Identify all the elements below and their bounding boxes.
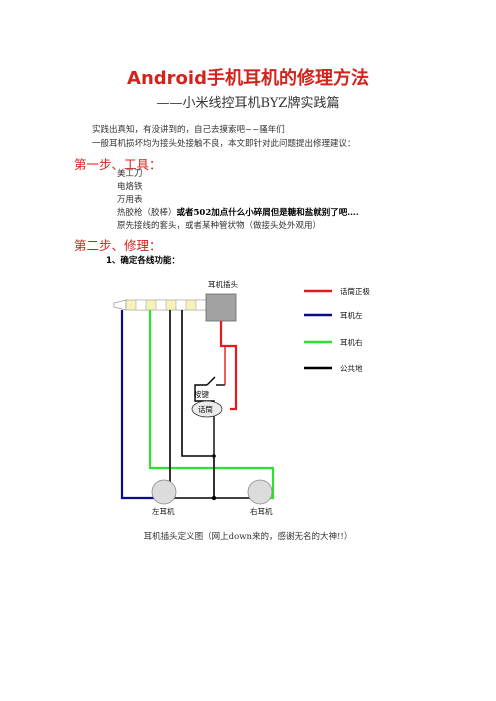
wire-ground (181, 310, 215, 498)
plug-wiring-diagram: 耳机插头 按键 话筒 左耳机 右耳机 话筒正极 耳机左 耳机右 (112, 270, 402, 515)
page-title: Android手机耳机的修理方法 (127, 68, 369, 89)
plug-housing (205, 293, 237, 322)
tool-item-text: 热胶枪（胶棒） (117, 208, 177, 218)
legend-label: 耳机左 (340, 310, 363, 320)
left-earphone-icon (151, 479, 177, 505)
mic-label: 话筒 (198, 404, 213, 414)
button-label: 按键 (194, 389, 209, 399)
wire-left-blue (120, 310, 154, 500)
wire-mic-red (219, 321, 238, 411)
intro-line-2: 一般耳机损坏均为接头处接触不良，本文即针对此问题提出修理建议： (92, 139, 356, 149)
left-earphone-label: 左耳机 (152, 506, 175, 515)
tool-item: 美工刀 (117, 169, 143, 179)
diagram-background (112, 270, 402, 515)
legend-label: 公共地 (340, 363, 363, 373)
right-earphone-icon (247, 479, 273, 505)
tool-item: 原先接线的套头，或者某种管状物（做接头处外观用） (117, 221, 322, 231)
wire-switch (194, 384, 215, 456)
ground-junction (211, 495, 217, 501)
legend-label: 话筒正极 (340, 286, 370, 296)
plug-insulator (175, 299, 187, 311)
plug-insulator (135, 299, 147, 311)
step1-heading: 第一步、工具： (74, 157, 162, 172)
tool-item: 电烙铁 (117, 182, 143, 192)
plug-insulator (195, 299, 207, 311)
mic-icon (191, 400, 223, 418)
plug-insulator (155, 299, 167, 311)
step2-heading: 第二步、修理： (74, 238, 162, 253)
tool-item: 万用表 (117, 195, 143, 205)
page-subtitle: ——小米线控耳机BYZ牌实践篇 (156, 96, 340, 111)
diagram-caption: 耳机插头定义图（网上down来的，感谢无名的大神!!） (143, 532, 353, 542)
step2-subheading: 1、确定各线功能： (106, 256, 180, 266)
intro-line-1: 实践出真知，有没讲到的，自己去摸索吧~~骚年们 (92, 125, 285, 135)
tool-item: 热胶枪（胶棒）或者502加点什么小碎屑但是糖和盐就别了吧…. (117, 206, 359, 218)
legend-label: 耳机右 (340, 337, 363, 347)
plug-label: 耳机插头 (208, 279, 238, 289)
switch-blade (206, 376, 216, 386)
tool-item-extra: 或者502加点什么小碎屑但是糖和盐就别了吧…. (176, 208, 359, 218)
right-earphone-label: 右耳机 (250, 506, 273, 515)
